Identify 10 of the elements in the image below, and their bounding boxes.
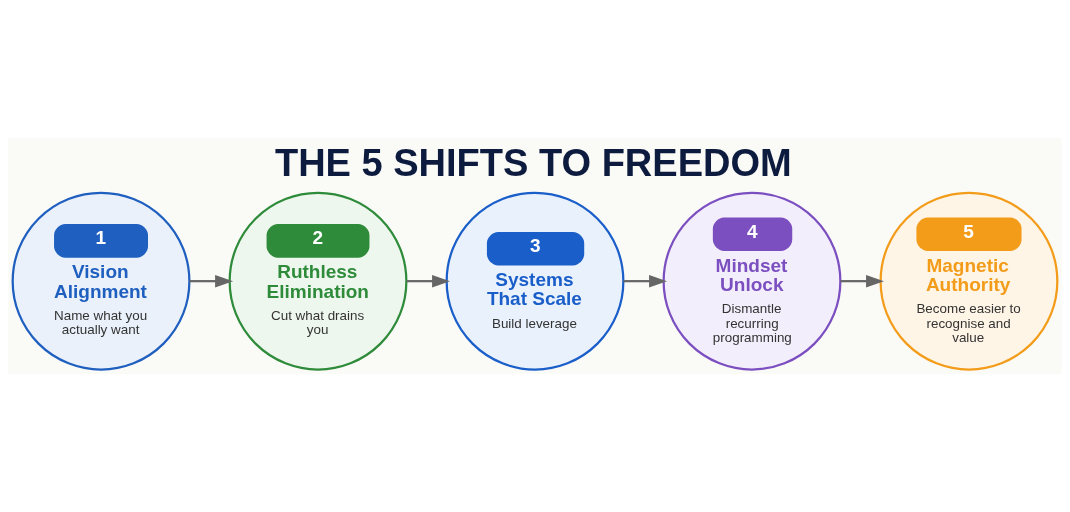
- arrow: [623, 274, 667, 288]
- node-circle: 3 Systems That Scale Build leverage: [445, 191, 625, 371]
- diagram-title: THE 5 SHIFTS TO FREEDOM: [274, 142, 792, 185]
- arrow: [406, 274, 450, 288]
- node-circle: 5 Magnetic Authority Become easier to recognise and value: [879, 191, 1059, 371]
- node-circle: 1 Vision Alignment Name what you actually want: [11, 191, 191, 371]
- node-circle: 2 Ruthless Elimination Cut what drains you: [228, 191, 408, 371]
- arrow: [840, 274, 884, 288]
- arrow: [189, 274, 234, 288]
- node-circle: 4 Mindset Unlock Dismantle recurring programming: [662, 191, 842, 371]
